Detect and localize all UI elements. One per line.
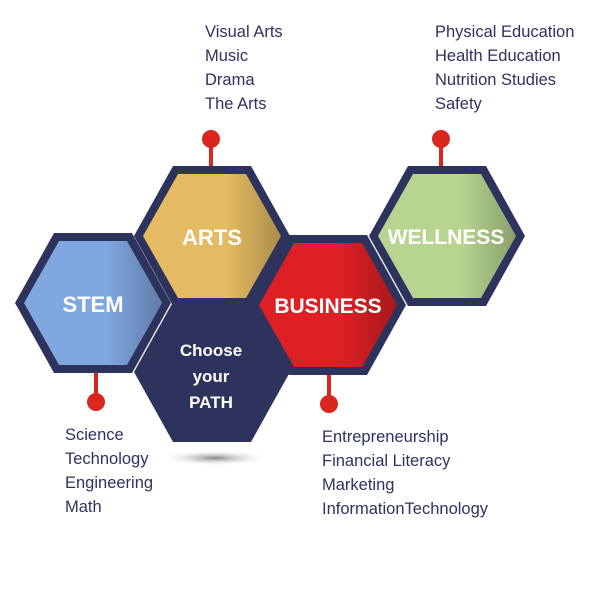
- list-item: Drama: [205, 71, 255, 89]
- list-item: Entrepreneurship: [322, 428, 449, 446]
- list-item: Technology: [65, 450, 149, 468]
- list-item: Safety: [435, 95, 483, 113]
- list-item: Financial Literacy: [322, 452, 451, 470]
- hex-choose-your-path: Choose your PATH: [134, 302, 290, 442]
- business-list: Entrepreneurship Financial Literacy Mark…: [322, 428, 489, 518]
- list-item: The Arts: [205, 95, 266, 113]
- center-line-1: Choose: [180, 341, 242, 360]
- pin-business: [320, 372, 338, 413]
- hex-stem-label: STEM: [62, 292, 123, 317]
- list-item: Music: [205, 47, 248, 65]
- stem-list: Science Technology Engineering Math: [65, 426, 153, 516]
- list-item: Math: [65, 498, 102, 516]
- center-line-3: PATH: [189, 393, 233, 412]
- pin-arts: [202, 130, 220, 168]
- hex-stem: STEM: [15, 233, 171, 373]
- list-item: InformationTechnology: [322, 500, 489, 518]
- list-item: Physical Education: [435, 23, 574, 41]
- hex-arts-label: ARTS: [182, 225, 242, 250]
- hex-arts: ARTS: [134, 166, 290, 306]
- list-item: Science: [65, 426, 124, 444]
- hex-wellness-label: WELLNESS: [388, 226, 505, 249]
- center-line-2: your: [193, 367, 230, 386]
- hex-business: BUSINESS: [250, 235, 406, 375]
- wellness-list: Physical Education Health Education Nutr…: [435, 23, 574, 113]
- list-item: Engineering: [65, 474, 153, 492]
- list-item: Health Education: [435, 47, 561, 65]
- arts-list: Visual Arts Music Drama The Arts: [205, 23, 283, 113]
- hex-wellness: WELLNESS: [369, 166, 525, 306]
- list-item: Nutrition Studies: [435, 71, 556, 89]
- list-item: Visual Arts: [205, 23, 283, 41]
- pin-stem: [87, 372, 105, 411]
- list-item: Marketing: [322, 476, 394, 494]
- drop-shadow: [160, 450, 270, 466]
- hex-business-label: BUSINESS: [274, 295, 381, 318]
- pin-wellness: [432, 130, 450, 168]
